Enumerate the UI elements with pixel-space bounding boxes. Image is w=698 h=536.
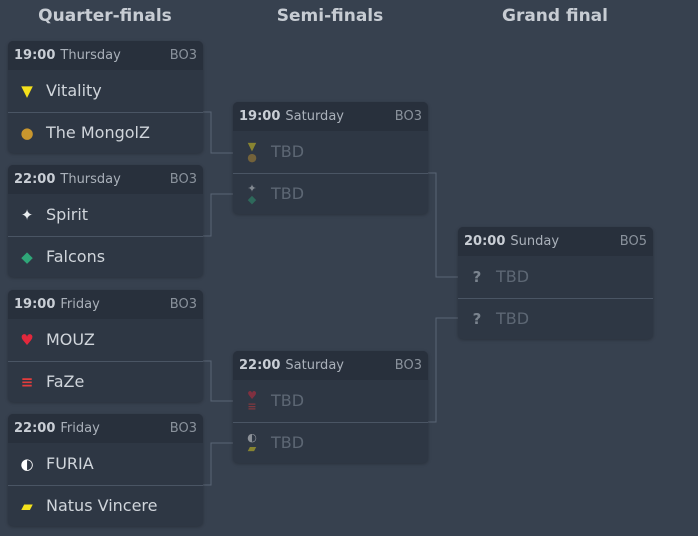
team-name: Vitality xyxy=(46,81,102,101)
faze-logo-icon: ≡ xyxy=(20,372,34,391)
match-format: BO5 xyxy=(619,234,647,249)
match-time: 19:00 xyxy=(14,297,56,312)
match-format: BO3 xyxy=(169,297,197,312)
falcons-logo-icon: ◆ xyxy=(247,192,257,206)
quarterfinal-match-1[interactable]: 19:00 Thursday BO3 ▼ Vitality ● The MongolZ xyxy=(8,41,203,153)
match-format: BO3 xyxy=(394,109,422,124)
team-row[interactable]: ♥≡ TBD xyxy=(233,380,428,422)
furia-logo-icon: ◐ xyxy=(247,430,257,444)
mongolz-logo-icon: ● xyxy=(20,123,34,142)
question-logo-icon: ? xyxy=(472,309,482,328)
vitality-logo-icon: ▼ xyxy=(247,139,257,153)
match-day: Thursday xyxy=(60,172,121,187)
team-row[interactable]: ◐▰ TBD xyxy=(233,421,428,464)
team-name: TBD xyxy=(271,433,305,453)
team-row[interactable]: ✦ Spirit xyxy=(8,194,203,236)
vitality-logo-icon: ▼ xyxy=(21,81,33,100)
match-format: BO3 xyxy=(169,421,197,436)
team-name: TBD xyxy=(271,142,305,162)
match-header: 22:00 Thursday BO3 xyxy=(8,165,203,194)
team-row[interactable]: ◆ Falcons xyxy=(8,235,203,278)
match-day: Thursday xyxy=(60,48,121,63)
match-header: 19:00 Saturday BO3 xyxy=(233,102,428,131)
column-header-semifinals: Semi-finals xyxy=(276,6,384,26)
match-format: BO3 xyxy=(169,48,197,63)
match-header: 20:00 Sunday BO5 xyxy=(458,227,653,256)
match-time: 19:00 xyxy=(239,109,281,124)
column-header-final: Grand final xyxy=(501,6,608,26)
match-header: 22:00 Saturday BO3 xyxy=(233,351,428,380)
mouz-logo-icon: ♥ xyxy=(247,388,257,402)
navi-logo-icon: ▰ xyxy=(247,441,257,455)
spirit-logo-icon: ✦ xyxy=(247,181,257,195)
falcons-logo-icon: ◆ xyxy=(21,247,33,266)
match-header: 19:00 Friday BO3 xyxy=(8,290,203,319)
furia-logo-icon: ◐ xyxy=(20,454,34,473)
match-day: Friday xyxy=(60,421,100,436)
team-row[interactable]: ▼ Vitality xyxy=(8,70,203,112)
team-row[interactable]: ? TBD xyxy=(458,256,653,298)
team-row[interactable]: ▼● TBD xyxy=(233,131,428,173)
match-header: 19:00 Thursday BO3 xyxy=(8,41,203,70)
mongolz-logo-icon: ● xyxy=(247,150,257,164)
team-row[interactable]: ● The MongolZ xyxy=(8,111,203,154)
match-day: Saturday xyxy=(285,109,344,124)
match-header: 22:00 Friday BO3 xyxy=(8,414,203,443)
team-name: TBD xyxy=(496,267,530,287)
team-name: TBD xyxy=(496,309,530,329)
quarterfinal-match-3[interactable]: 19:00 Friday BO3 ♥ MOUZ ≡ FaZe xyxy=(8,290,203,402)
match-day: Saturday xyxy=(285,358,344,373)
match-time: 20:00 xyxy=(464,234,506,249)
mouz-logo-icon: ♥ xyxy=(20,330,34,349)
team-row[interactable]: ? TBD xyxy=(458,297,653,340)
team-name: FaZe xyxy=(46,372,85,392)
match-time: 22:00 xyxy=(239,358,281,373)
team-row[interactable]: ▰ Natus Vincere xyxy=(8,484,203,527)
match-day: Friday xyxy=(60,297,100,312)
team-row[interactable]: ♥ MOUZ xyxy=(8,319,203,361)
team-logos: ◐▰ xyxy=(241,432,263,454)
team-name: Spirit xyxy=(46,205,89,225)
team-row[interactable]: ◐ FURIA xyxy=(8,443,203,485)
team-logos: ▼● xyxy=(241,141,263,163)
quarterfinal-match-2[interactable]: 22:00 Thursday BO3 ✦ Spirit ◆ Falcons xyxy=(8,165,203,277)
match-format: BO3 xyxy=(169,172,197,187)
team-name: FURIA xyxy=(46,454,94,474)
match-time: 22:00 xyxy=(14,421,56,436)
team-logos: ♥≡ xyxy=(241,390,263,412)
semifinal-match-2[interactable]: 22:00 Saturday BO3 ♥≡ TBD ◐▰ TBD xyxy=(233,351,428,463)
spirit-logo-icon: ✦ xyxy=(20,205,34,224)
team-name: MOUZ xyxy=(46,330,95,350)
match-time: 19:00 xyxy=(14,48,56,63)
team-name: Falcons xyxy=(46,247,106,267)
faze-logo-icon: ≡ xyxy=(247,399,257,413)
semifinal-match-1[interactable]: 19:00 Saturday BO3 ▼● TBD ✦◆ TBD xyxy=(233,102,428,214)
grand-final-match[interactable]: 20:00 Sunday BO5? TBD? TBD xyxy=(458,227,653,339)
quarterfinal-match-4[interactable]: 22:00 Friday BO3 ◐ FURIA ▰ Natus Vincere xyxy=(8,414,203,526)
match-time: 22:00 xyxy=(14,172,56,187)
navi-logo-icon: ▰ xyxy=(21,496,33,515)
team-name: Natus Vincere xyxy=(46,496,158,516)
match-format: BO3 xyxy=(394,358,422,373)
team-name: The MongolZ xyxy=(46,123,150,143)
column-header-quarterfinals: Quarter-finals xyxy=(38,6,172,26)
team-name: TBD xyxy=(271,184,305,204)
match-day: Sunday xyxy=(510,234,560,249)
team-row[interactable]: ≡ FaZe xyxy=(8,360,203,403)
question-logo-icon: ? xyxy=(472,267,482,286)
team-name: TBD xyxy=(271,391,305,411)
team-row[interactable]: ✦◆ TBD xyxy=(233,172,428,215)
team-logos: ✦◆ xyxy=(241,183,263,205)
